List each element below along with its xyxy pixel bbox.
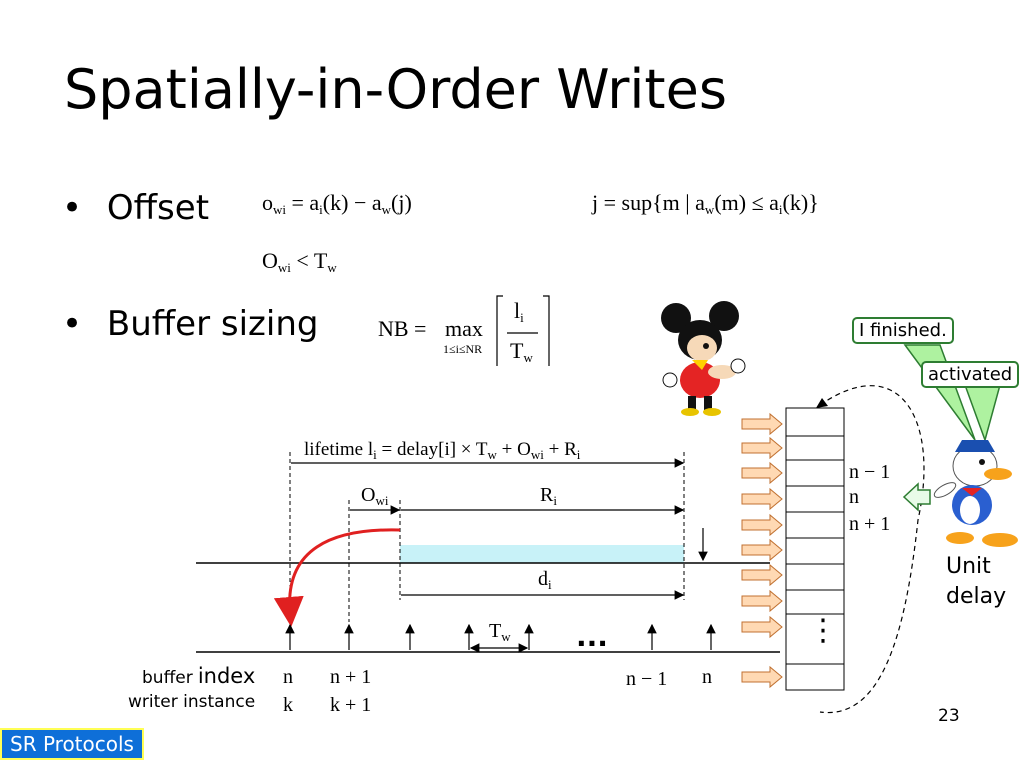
finished-callout-tail — [903, 344, 976, 441]
nb-den-t: T — [510, 338, 524, 363]
idx-n-plus-1: n + 1 — [330, 666, 372, 688]
nb-den-sub: w — [523, 350, 533, 365]
lifetime-plus2-sub: i — [576, 447, 581, 462]
bullet-dot: • — [62, 304, 83, 344]
index-word: index — [197, 664, 256, 688]
lifetime-rhs-sub: w — [487, 447, 497, 462]
period-arrows — [285, 623, 716, 650]
nb-ceiling-brackets — [496, 295, 550, 366]
bullet-dot: • — [62, 188, 83, 228]
ri-sub: i — [553, 493, 557, 508]
idx-n-minus-1: n − 1 — [626, 668, 668, 690]
constraint-o-sub: wi — [277, 260, 291, 275]
lifetime-text: lifetime l — [304, 439, 374, 460]
lifetime-bar — [400, 545, 684, 563]
writer-instance-label: writer instance — [128, 692, 256, 712]
eq-owi: o — [262, 190, 273, 215]
activated-callout: activated — [921, 361, 1020, 388]
footer-tag: SR Protocols — [0, 728, 144, 760]
owi-sub: wi — [375, 493, 389, 508]
eq-aw: (k) − a — [322, 190, 382, 215]
buffer-label-n-plus-1: n + 1 — [849, 513, 891, 535]
nb-numerator: li — [514, 298, 524, 326]
lifetime-sub: i — [373, 447, 377, 462]
write-input-arrows — [741, 412, 783, 689]
lifetime-plus: + O — [496, 439, 531, 460]
unit-delay-arrow — [902, 482, 931, 512]
nb-num-sub: i — [520, 310, 524, 325]
owi-text: O — [361, 484, 376, 506]
ellipsis: ... — [576, 620, 608, 653]
tw-sub: w — [501, 629, 511, 644]
bullet-buffer-sizing: • Buffer sizing — [62, 304, 318, 344]
lifetime-plus-sub: wi — [530, 447, 544, 462]
constraint-o: O — [262, 248, 278, 273]
eq-j: (j) — [391, 190, 412, 215]
inst-k: k — [283, 694, 293, 716]
tw-text: T — [489, 620, 502, 642]
write-back-arrow — [273, 528, 401, 627]
j-def-end: (k)} — [782, 190, 819, 215]
buffer-word: buffer — [142, 668, 193, 688]
inst-k-plus-1: k + 1 — [330, 694, 372, 716]
j-def-mid: (m) ≤ a — [714, 190, 779, 215]
bullet-offset-label: Offset — [106, 188, 210, 228]
j-def-sub2: i — [778, 202, 783, 217]
j-definition: j = sup{m | aw(m) ≤ ai(k)} — [592, 190, 819, 218]
lifetime-rhs: = delay[i] × T — [376, 439, 488, 460]
bullet-offset: • Offset — [62, 188, 209, 228]
eq-ai: = a — [291, 190, 320, 215]
eq-owi-sub: wi — [273, 202, 286, 217]
constraint-t: < T — [290, 248, 328, 273]
offset-constraint: Owi < Tw — [262, 248, 337, 276]
rotation-arrowhead — [816, 398, 828, 408]
unit-delay-line1: Unit — [946, 554, 991, 579]
buffer-label-n: n — [849, 486, 859, 508]
nb-max: max — [445, 316, 483, 341]
j-def-sub: w — [704, 202, 715, 217]
lifetime-plus2: + R — [543, 439, 577, 460]
buffer-index-label: buffer index — [142, 664, 255, 688]
di-text: d — [538, 568, 548, 590]
buffer-label-n-minus-1: n − 1 — [849, 461, 891, 483]
j-def-a: j = sup{m | a — [592, 190, 705, 215]
page-number: 23 — [938, 706, 960, 726]
owi-label: Owi — [361, 484, 388, 509]
buffer-column — [785, 407, 845, 691]
bullet-buffer-label: Buffer sizing — [106, 304, 319, 344]
di-label: di — [538, 568, 552, 593]
lifetime-label: lifetime li = delay[i] × Tw + Owi + Ri — [304, 439, 580, 463]
nb-num-l: l — [514, 298, 521, 323]
di-sub: i — [548, 577, 552, 592]
constraint-t-sub: w — [327, 260, 337, 275]
buffer-dots: ⋮ — [808, 613, 838, 648]
ri-label: Ri — [540, 484, 557, 509]
mickey-mouse-icon — [661, 301, 746, 416]
tw-label: Tw — [489, 620, 511, 645]
nb-range: 1≤i≤NR — [443, 342, 483, 356]
donald-duck-icon — [933, 440, 1018, 547]
idx-n: n — [283, 666, 293, 688]
rotation-arrow — [819, 385, 925, 714]
nb-denominator: Tw — [510, 338, 533, 366]
nb-lhs: NB = — [378, 316, 427, 341]
finished-callout: I finished. — [852, 317, 954, 344]
eq-aw-sub: w — [381, 202, 392, 217]
dashed-guides — [289, 452, 685, 622]
eq-ai-sub: i — [319, 202, 323, 217]
offset-equation: owi = ai(k) − aw(j) — [262, 190, 412, 218]
ri-text: R — [540, 484, 554, 506]
idx-n-end: n — [702, 666, 712, 688]
unit-delay-line2: delay — [946, 584, 1007, 609]
slide-title: Spatially-in-Order Writes — [64, 58, 727, 121]
